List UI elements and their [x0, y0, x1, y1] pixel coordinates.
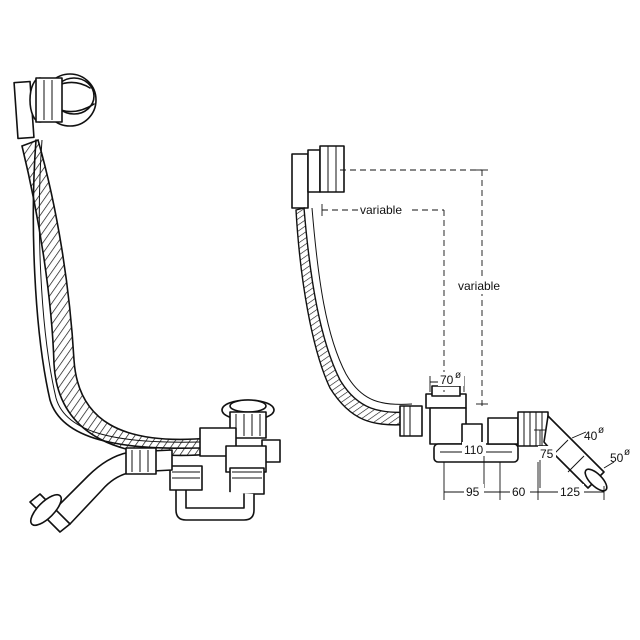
diameter-symbol-40: ø: [598, 425, 604, 436]
overflow-head-side: [291, 145, 345, 209]
overflow-hose: [21, 138, 213, 457]
dim-60: 60: [512, 485, 526, 499]
junction-body: [199, 427, 267, 495]
overflow-hose-side: [295, 207, 413, 426]
dim-horizontal-variable: variable: [360, 203, 402, 217]
dim-pipe-40: 40: [584, 429, 598, 443]
dimensioned-drawing: variable variable 70 ø 110 75 95 60 125 …: [291, 145, 630, 500]
drain-outlet-pipe: [29, 447, 173, 533]
dim-outlet-diameter: 70: [440, 373, 454, 387]
dim-95: 95: [466, 485, 480, 499]
dim-trap-height: 110: [464, 443, 483, 457]
dim-vertical-variable: variable: [458, 279, 500, 293]
trap: [169, 465, 255, 521]
overflow-waste-illustration: [13, 73, 281, 533]
dimension-labels: variable variable 70 ø 110 75 95 60 125 …: [358, 202, 630, 499]
dim-connector-height: 75: [540, 447, 554, 461]
dim-125: 125: [560, 485, 580, 499]
overflow-handle: [13, 73, 97, 140]
waste-body-side: [399, 385, 549, 463]
dim-pipe-50: 50: [610, 451, 624, 465]
diameter-symbol-70: ø: [455, 370, 461, 381]
diameter-symbol-50: ø: [624, 447, 630, 458]
angled-outlet-side: [543, 415, 608, 492]
